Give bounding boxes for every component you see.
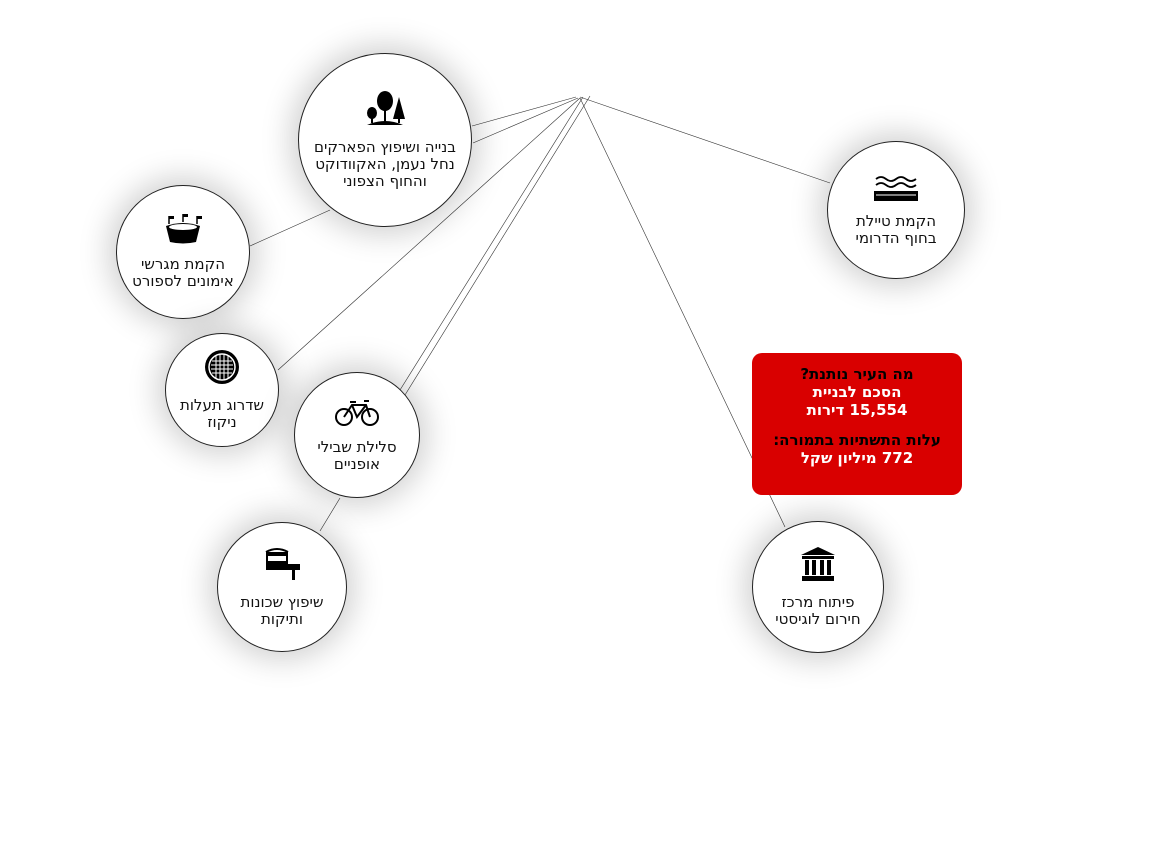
summary-cost-label: עלות התשתיות בתמורה: (773, 431, 941, 449)
summary-box: מה העיר נותנת? הסכם לבניית 15,554 דירות … (752, 353, 962, 495)
connector-line (472, 97, 579, 144)
node-label: הקמת מגרשי אימונים לספורט (132, 255, 234, 290)
summary-apartments: 15,554 דירות (806, 401, 908, 419)
summary-line: הסכם לבניית (812, 383, 902, 401)
connector-line (319, 497, 341, 532)
node-parks: בנייה ושיפוץ הפארקים נחל נעמן, האקוודוקט… (298, 53, 472, 227)
connector-line (471, 96, 577, 127)
node-logistics: פיתוח מרכז חירום לוגיסטי (752, 521, 884, 653)
connector-line (404, 95, 591, 396)
node-renovation: שיפוץ שכונות ותיקות (217, 522, 347, 652)
node-sports: הקמת מגרשי אימונים לספורט (116, 185, 250, 319)
node-label: בנייה ושיפוץ הפארקים נחל נעמן, האקוודוקט… (314, 137, 456, 190)
manhole-icon (205, 350, 239, 384)
summary-question: מה העיר נותנת? (800, 365, 914, 383)
waves-icon (874, 176, 918, 201)
summary-cost: 772 מיליון שקל (800, 449, 914, 467)
node-label: הקמת טיילת בחוף הדרומי (855, 212, 937, 247)
connector-line (249, 209, 331, 247)
node-bikes: סלילת שבילי אופניים (294, 372, 420, 498)
connector-line (399, 96, 584, 391)
stadium-icon (166, 214, 202, 244)
bicycle-icon (335, 400, 379, 426)
connector-line (579, 96, 831, 184)
connector-line (579, 97, 786, 528)
node-label: סלילת שבילי אופניים (317, 438, 397, 473)
node-promenade: הקמת טיילת בחוף הדרומי (827, 141, 965, 279)
paint-bucket-roller-icon (265, 548, 300, 580)
trees-icon (367, 90, 405, 125)
connector-line (277, 97, 581, 371)
node-drainage: שדרוג תעלות ניקוז (165, 333, 279, 447)
node-label: שיפוץ שכונות ותיקות (240, 593, 324, 628)
building-columns-icon (801, 547, 835, 581)
node-label: פיתוח מרכז חירום לוגיסטי (775, 593, 861, 628)
node-label: שדרוג תעלות ניקוז (179, 396, 265, 431)
